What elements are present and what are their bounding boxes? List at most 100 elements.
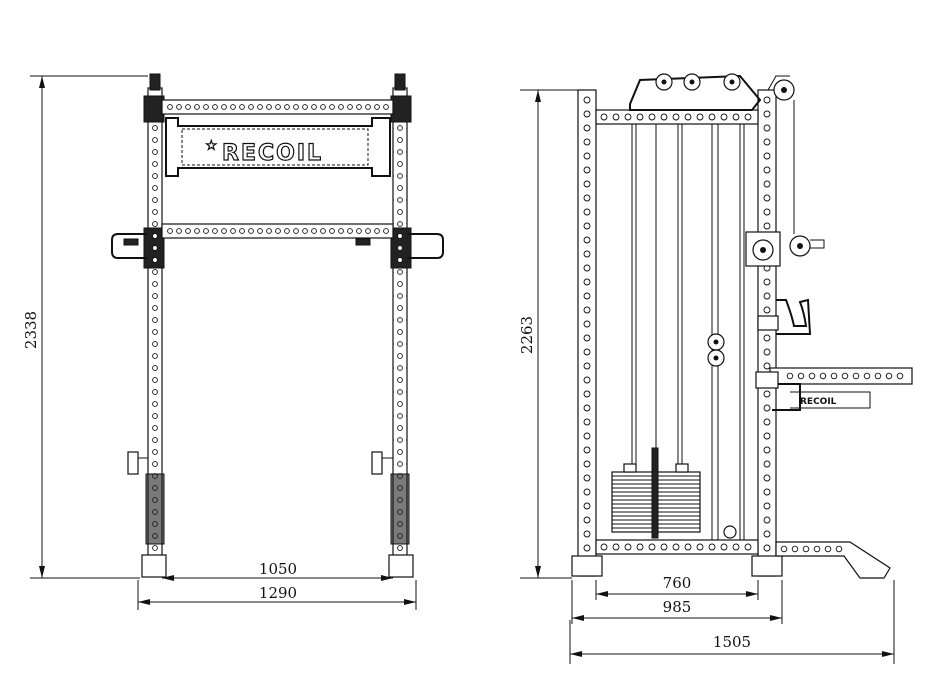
- beam-hole: [841, 372, 849, 380]
- beam-hole: [612, 113, 620, 121]
- side-logo-text: RECOIL: [800, 397, 837, 407]
- front-height-label: 2338: [22, 311, 40, 349]
- beam-hole: [347, 104, 353, 110]
- upright-hole: [763, 306, 771, 314]
- upright-hole: [583, 418, 591, 426]
- front-logo-text: RECOIL: [222, 141, 323, 166]
- upright-hole: [152, 425, 158, 431]
- beam-hole: [696, 543, 704, 551]
- beam-hole: [356, 228, 362, 234]
- upright-hole: [763, 460, 771, 468]
- upright-hole: [152, 389, 158, 395]
- upright-hole: [397, 293, 403, 299]
- beam-hole: [266, 104, 272, 110]
- beam-hole: [600, 113, 608, 121]
- beam-hole: [684, 543, 692, 551]
- beam-hole: [311, 228, 317, 234]
- front-view: 2338 RECOIL ☆: [22, 73, 444, 610]
- upright-hole: [397, 353, 403, 359]
- upright-hole: [152, 341, 158, 347]
- beam-hole: [194, 228, 200, 234]
- upright-hole: [763, 152, 771, 160]
- front-right-storage: [390, 473, 410, 545]
- upright-hole: [583, 96, 591, 104]
- upright-hole: [152, 149, 158, 155]
- beam-hole: [221, 228, 227, 234]
- upright-hole: [397, 365, 403, 371]
- front-logo-plate: RECOIL ☆: [165, 117, 391, 177]
- side-total-depth-label: 1505: [713, 633, 751, 651]
- upright-hole: [397, 341, 403, 347]
- side-cables: [631, 100, 795, 540]
- upright-hole: [397, 401, 403, 407]
- side-base-outer-label: 985: [663, 598, 692, 616]
- upright-hole: [763, 138, 771, 146]
- upright-hole: [763, 348, 771, 356]
- side-height-dimension: 2263: [518, 89, 578, 579]
- upright-hole: [397, 281, 403, 287]
- upright-hole: [583, 208, 591, 216]
- beam-hole: [720, 113, 728, 121]
- upright-hole: [763, 110, 771, 118]
- beam-hole: [672, 113, 680, 121]
- beam-hole: [293, 104, 299, 110]
- upright-hole: [152, 245, 158, 251]
- upright-hole: [152, 173, 158, 179]
- beam-hole: [808, 372, 816, 380]
- upright-hole: [763, 544, 771, 552]
- upright-hole: [152, 413, 158, 419]
- upright-hole: [763, 334, 771, 342]
- upright-hole: [152, 233, 158, 239]
- beam-hole: [648, 113, 656, 121]
- upright-hole: [583, 376, 591, 384]
- upright-hole: [397, 149, 403, 155]
- side-top-beam-holes: [600, 113, 752, 121]
- upright-hole: [763, 530, 771, 538]
- front-left-jhook: [127, 451, 148, 475]
- upright-hole: [397, 185, 403, 191]
- upright-hole: [763, 362, 771, 370]
- beam-hole: [311, 104, 317, 110]
- upright-hole: [763, 180, 771, 188]
- beam-hole: [896, 372, 904, 380]
- beam-hole: [374, 104, 380, 110]
- beam-hole: [176, 104, 182, 110]
- upright-hole: [583, 306, 591, 314]
- upright-hole: [397, 269, 403, 275]
- beam-hole: [230, 228, 236, 234]
- side-view: 2263: [518, 73, 913, 664]
- upright-hole: [152, 281, 158, 287]
- upright-hole: [397, 545, 403, 551]
- beam-hole: [374, 228, 380, 234]
- upright-hole: [152, 437, 158, 443]
- beam-hole: [636, 543, 644, 551]
- beam-hole: [302, 228, 308, 234]
- beam-hole: [732, 543, 740, 551]
- front-right-jhook: [371, 451, 393, 475]
- upright-hole: [152, 317, 158, 323]
- upright-hole: [583, 362, 591, 370]
- upright-hole: [152, 257, 158, 263]
- upright-hole: [397, 305, 403, 311]
- upright-hole: [152, 449, 158, 455]
- beam-hole: [284, 104, 290, 110]
- upright-hole: [763, 390, 771, 398]
- beam-hole: [874, 372, 882, 380]
- side-top-pulley-assembly: [629, 73, 795, 111]
- upright-hole: [763, 446, 771, 454]
- side-base-outer-dimension: 985: [571, 580, 783, 624]
- beam-hole: [248, 104, 254, 110]
- upright-hole: [397, 245, 403, 251]
- side-jhook: [757, 298, 812, 335]
- beam-hole: [600, 543, 608, 551]
- upright-hole: [583, 180, 591, 188]
- beam-hole: [672, 543, 680, 551]
- beam-hole: [648, 543, 656, 551]
- upright-hole: [583, 222, 591, 230]
- beam-hole: [383, 228, 389, 234]
- beam-hole: [329, 228, 335, 234]
- upright-hole: [152, 329, 158, 335]
- beam-hole: [780, 545, 788, 553]
- upright-hole: [397, 317, 403, 323]
- front-left-handle: [111, 233, 148, 259]
